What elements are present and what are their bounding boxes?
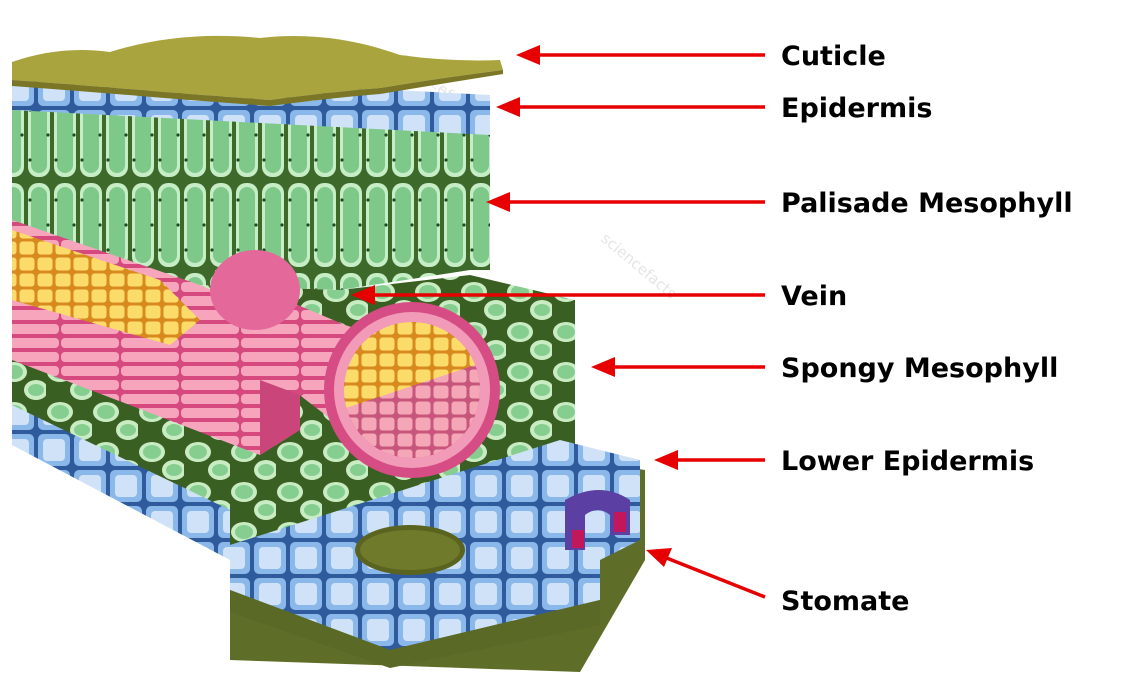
labels: Cuticle Epidermis Palisade Mesophyll Vei… [781,41,1073,617]
label-spongy-mesophyll: Spongy Mesophyll [781,353,1058,384]
pointer-arrows [351,45,766,599]
lower-epidermis-edge [230,590,600,668]
label-epidermis: Epidermis [781,93,932,124]
watermark-text: sciencefacts [597,229,680,303]
lower-epidermis-left [12,405,230,560]
arrow-stomate [663,555,766,599]
label-vein: Vein [781,281,847,312]
label-cuticle: Cuticle [781,41,886,72]
arrowhead [486,192,510,212]
arrowhead [496,97,520,117]
arrowhead [646,548,672,567]
arrowhead [654,450,678,470]
arrowhead [516,45,540,65]
label-lower-epidermis: Lower Epidermis [781,446,1034,477]
leaf-illustration [12,35,645,672]
arrowhead [351,285,375,305]
arrowhead [591,357,615,377]
xylem [344,322,480,410]
cuticle-layer [12,35,503,100]
label-palisade-mesophyll: Palisade Mesophyll [781,188,1073,219]
label-stomate: Stomate [781,586,909,617]
palisade-mesophyll-layer [12,100,490,305]
